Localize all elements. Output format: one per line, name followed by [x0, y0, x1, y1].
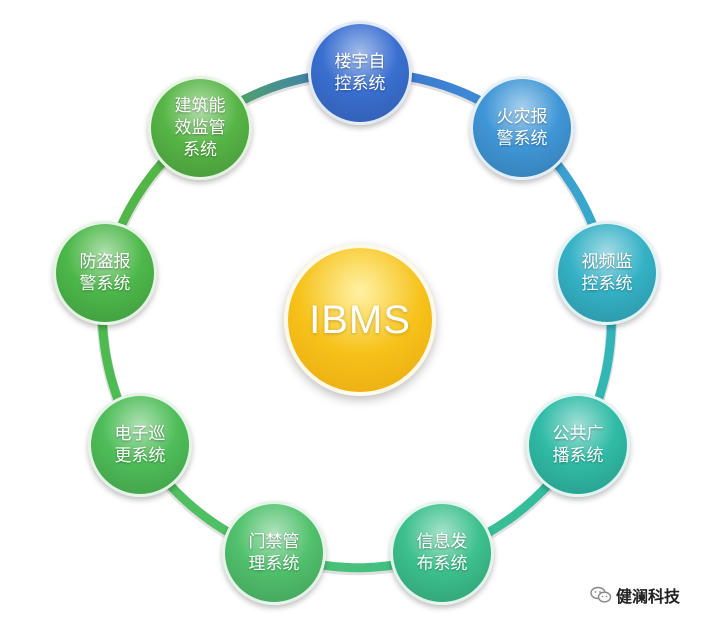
node-label: 建筑能 效监管 系统: [174, 96, 226, 160]
center-label: IBMS: [309, 298, 411, 342]
node-label: 门禁管 理系统: [248, 532, 300, 574]
node-label: 楼宇自 控系统: [334, 52, 386, 94]
node-label: 信息发 布系统: [416, 532, 468, 574]
node-label: 视频监 控系统: [581, 252, 633, 294]
node-label: 防盗报 警系统: [79, 252, 131, 294]
node-energy-efficiency: 建筑能 效监管 系统: [148, 76, 252, 180]
node-label: 电子巡 更系统: [114, 424, 166, 466]
node-label: 火灾报 警系统: [496, 107, 548, 149]
watermark-text: 健澜科技: [616, 587, 681, 606]
center-node-ibms: IBMS: [284, 244, 436, 396]
node-label: 公共广 播系统: [552, 424, 604, 466]
node-building-automation: 楼宇自 控系统: [308, 21, 412, 125]
node-information-release: 信息发 布系统: [390, 501, 494, 605]
wechat-icon: [590, 586, 612, 604]
node-electronic-patrol: 电子巡 更系统: [88, 393, 192, 497]
node-video-surveillance: 视频监 控系统: [555, 221, 659, 325]
node-access-control: 门禁管 理系统: [222, 501, 326, 605]
node-public-broadcast: 公共广 播系统: [526, 393, 630, 497]
node-fire-alarm: 火灾报 警系统: [470, 76, 574, 180]
node-burglar-alarm: 防盗报 警系统: [53, 221, 157, 325]
watermark: 健澜科技: [590, 583, 680, 607]
